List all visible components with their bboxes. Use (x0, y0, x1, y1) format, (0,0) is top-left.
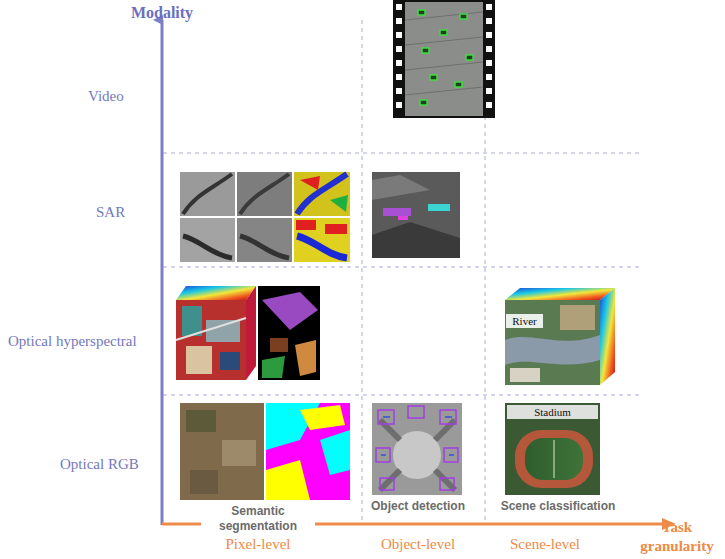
modality-label: Video (88, 88, 124, 105)
modality-label: Optical hyperspectral (8, 333, 137, 350)
axis-title: Modality (131, 4, 193, 22)
scene-tag: Stadium (507, 405, 598, 419)
modality-axis (161, 20, 164, 525)
modality-label: Optical RGB (60, 456, 139, 473)
granularity-label: Object-level (381, 536, 455, 553)
tag-text: Stadium (513, 406, 592, 418)
rgb-stadium-scene (505, 403, 600, 495)
hyperspectral-scene-cube (505, 288, 615, 385)
hyperspectral-cube (176, 286, 320, 380)
task-caption: Scene classification (499, 499, 618, 514)
modality-label: SAR (96, 204, 125, 221)
axis-title: Task granularity (632, 518, 722, 556)
video-filmstrip (393, 0, 495, 118)
tag-text: River (512, 315, 537, 327)
granularity-label: Pixel-level (226, 536, 291, 553)
task-caption: Semantic segmentation (201, 504, 315, 534)
rgb-segmentation (180, 403, 350, 500)
task-caption: Object detection (369, 499, 467, 514)
sar-detection (372, 172, 460, 258)
scene-tag: River (506, 314, 543, 328)
sar-segmentation (180, 172, 350, 262)
granularity-label: Scene-level (510, 536, 580, 553)
rgb-object-detection (372, 403, 462, 495)
